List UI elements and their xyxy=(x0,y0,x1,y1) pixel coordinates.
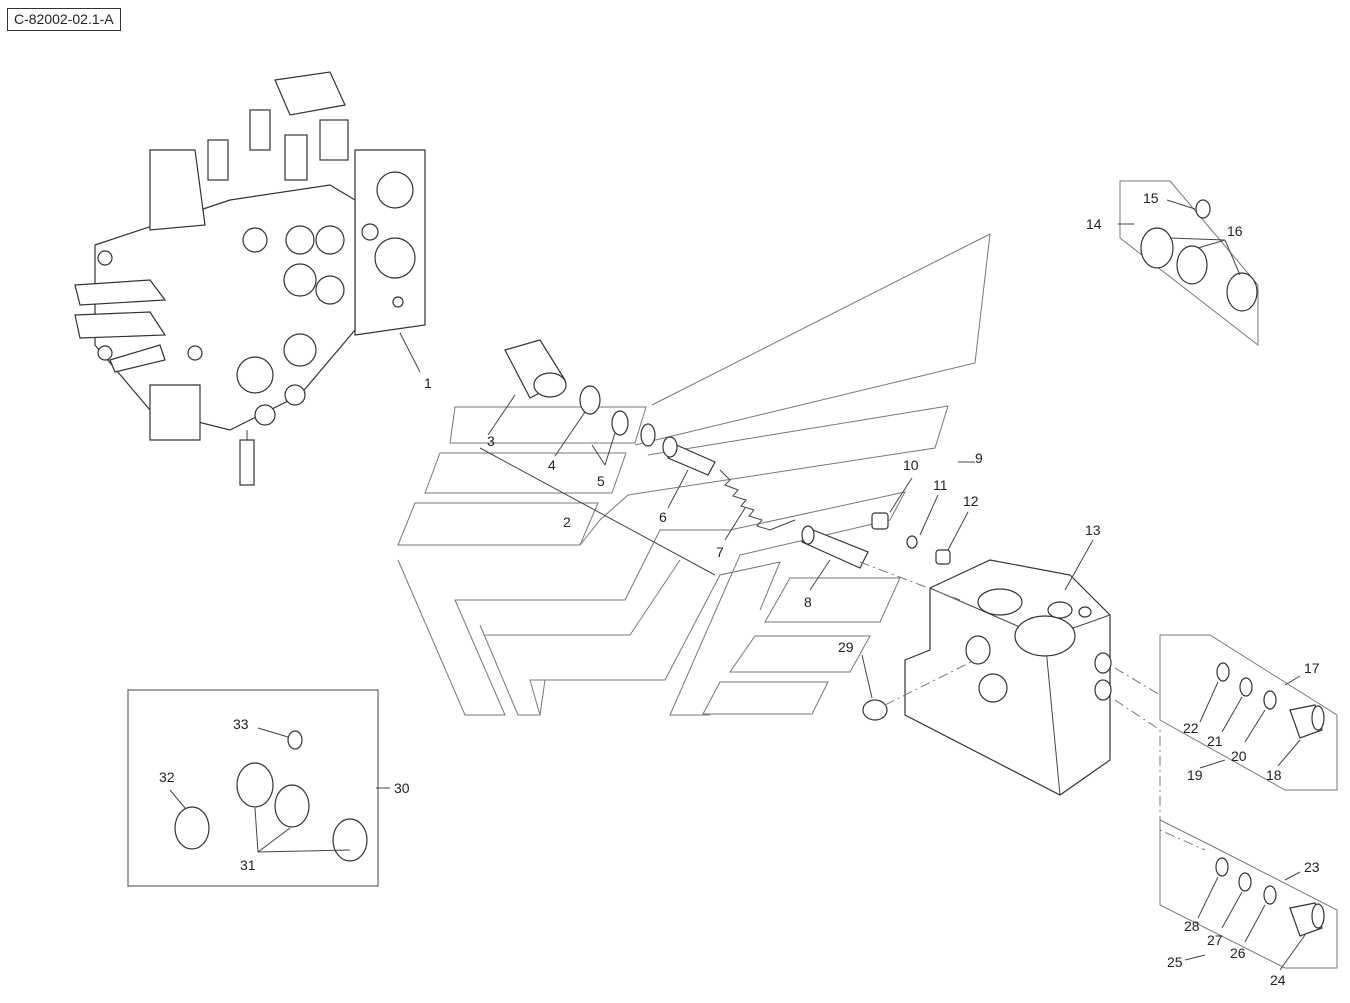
callout-29: 29 xyxy=(838,639,854,655)
callout-5: 5 xyxy=(597,473,605,489)
callout-labels: 1 2 3 4 5 6 7 8 9 10 11 12 13 14 15 16 1… xyxy=(159,190,1320,988)
plug-part-29 xyxy=(862,699,888,721)
callout-22: 22 xyxy=(1183,720,1199,736)
callout-23: 23 xyxy=(1304,859,1320,875)
callout-9: 9 xyxy=(975,450,983,466)
callout-3: 3 xyxy=(487,433,495,449)
seal-kit-part-17 xyxy=(1159,634,1338,791)
poppet-part-6 xyxy=(662,436,716,476)
o-ring-part-4 xyxy=(579,385,601,415)
callout-7: 7 xyxy=(716,544,724,560)
seal-kit-part-23 xyxy=(1159,819,1338,969)
callout-19: 19 xyxy=(1187,767,1203,783)
callout-31: 31 xyxy=(240,857,256,873)
callout-32: 32 xyxy=(159,769,175,785)
callout-25: 25 xyxy=(1167,954,1183,970)
callout-18: 18 xyxy=(1266,767,1282,783)
plug-part-10 xyxy=(871,512,889,530)
control-valve-assembly xyxy=(74,71,426,486)
callout-8: 8 xyxy=(804,594,812,610)
callout-14: 14 xyxy=(1086,216,1102,232)
callout-33: 33 xyxy=(233,716,249,732)
callout-11: 11 xyxy=(933,477,948,493)
callout-16: 16 xyxy=(1227,223,1243,239)
callout-26: 26 xyxy=(1230,945,1246,961)
assembly-center-lines xyxy=(859,561,1206,851)
callout-4: 4 xyxy=(548,457,556,473)
callout-30: 30 xyxy=(394,780,410,796)
callout-28: 28 xyxy=(1184,918,1200,934)
seal-ring-part-5a xyxy=(611,410,629,436)
seal-ring-part-5b xyxy=(640,423,656,447)
callout-1: 1 xyxy=(424,375,432,391)
callout-21: 21 xyxy=(1207,733,1223,749)
valve-body-part-13 xyxy=(904,559,1112,796)
callout-2: 2 xyxy=(563,514,571,530)
callout-15: 15 xyxy=(1143,190,1159,206)
callout-13: 13 xyxy=(1085,522,1101,538)
callout-27: 27 xyxy=(1207,932,1223,948)
plug-part-3 xyxy=(504,339,567,399)
callout-10: 10 xyxy=(903,457,919,473)
callout-6: 6 xyxy=(659,509,667,525)
callout-17: 17 xyxy=(1304,660,1320,676)
leader-lines xyxy=(169,199,1306,971)
spring-part-7 xyxy=(719,469,796,531)
callout-24: 24 xyxy=(1270,972,1286,988)
spool-part-8 xyxy=(801,525,869,569)
ball-part-11 xyxy=(906,535,918,549)
drawing-reference-code: C-82002-02.1-A xyxy=(7,8,121,31)
seal-kit-part-14 xyxy=(1119,180,1259,347)
plug-part-12 xyxy=(935,549,951,565)
callout-12: 12 xyxy=(963,493,979,509)
exploded-view-outline xyxy=(397,233,991,716)
callout-20: 20 xyxy=(1231,748,1247,764)
